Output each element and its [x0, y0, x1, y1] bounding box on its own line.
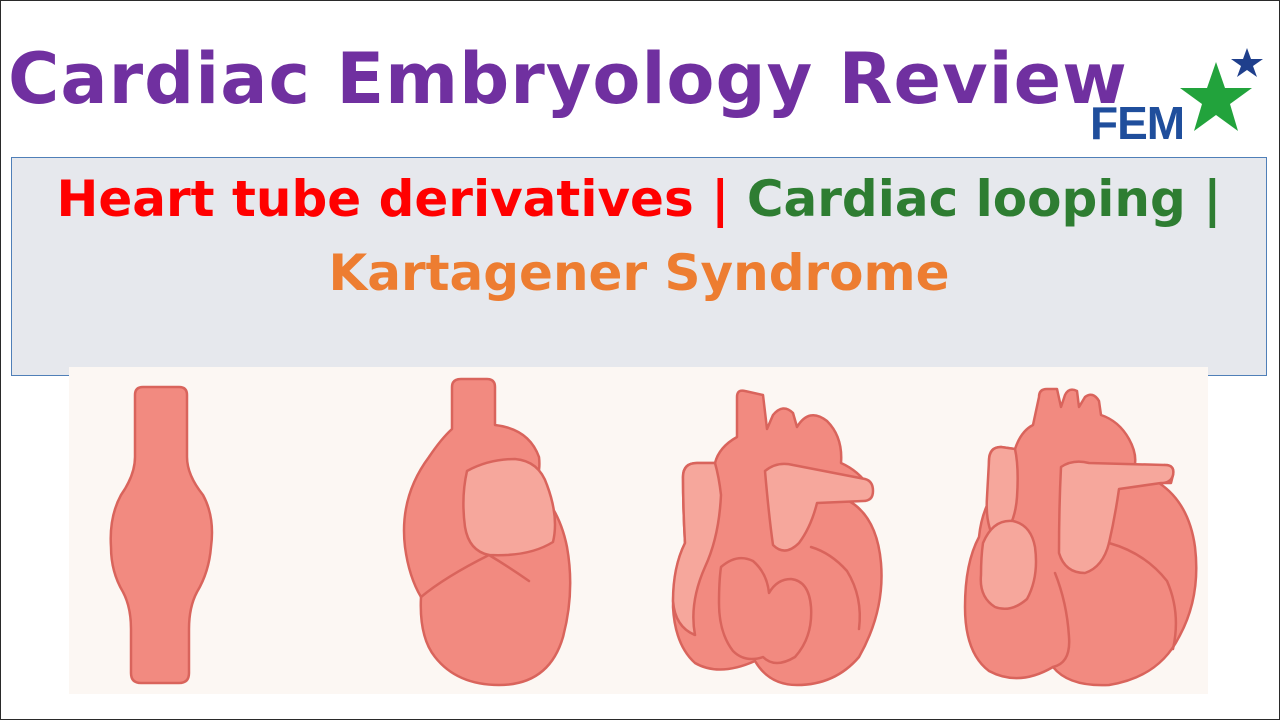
subtitle-cardiac-looping: Cardiac looping | [746, 170, 1222, 228]
page-title: Cardiac Embryology Review [8, 38, 1128, 120]
logo-text: FEM [1090, 97, 1185, 149]
developing-heart-section-icon [671, 389, 883, 687]
looped-heart-icon [402, 377, 572, 687]
fem-logo: FEM [1088, 44, 1268, 148]
subtitle-kartagener: Kartagener Syndrome [328, 244, 950, 302]
subtitle-box: Heart tube derivatives | Cardiac looping… [11, 157, 1267, 376]
heart-development-illustration [69, 367, 1208, 694]
straight-heart-tube-icon [109, 385, 214, 685]
mature-heart-section-icon [963, 387, 1198, 687]
logo-stars-icon [1180, 48, 1263, 131]
subtitle-line-2: Kartagener Syndrome [12, 248, 1266, 298]
subtitle-heart-tube: Heart tube derivatives | [56, 170, 730, 228]
subtitle-line-1: Heart tube derivatives | Cardiac looping… [12, 174, 1266, 224]
heart-stages-svg [109, 377, 1198, 687]
